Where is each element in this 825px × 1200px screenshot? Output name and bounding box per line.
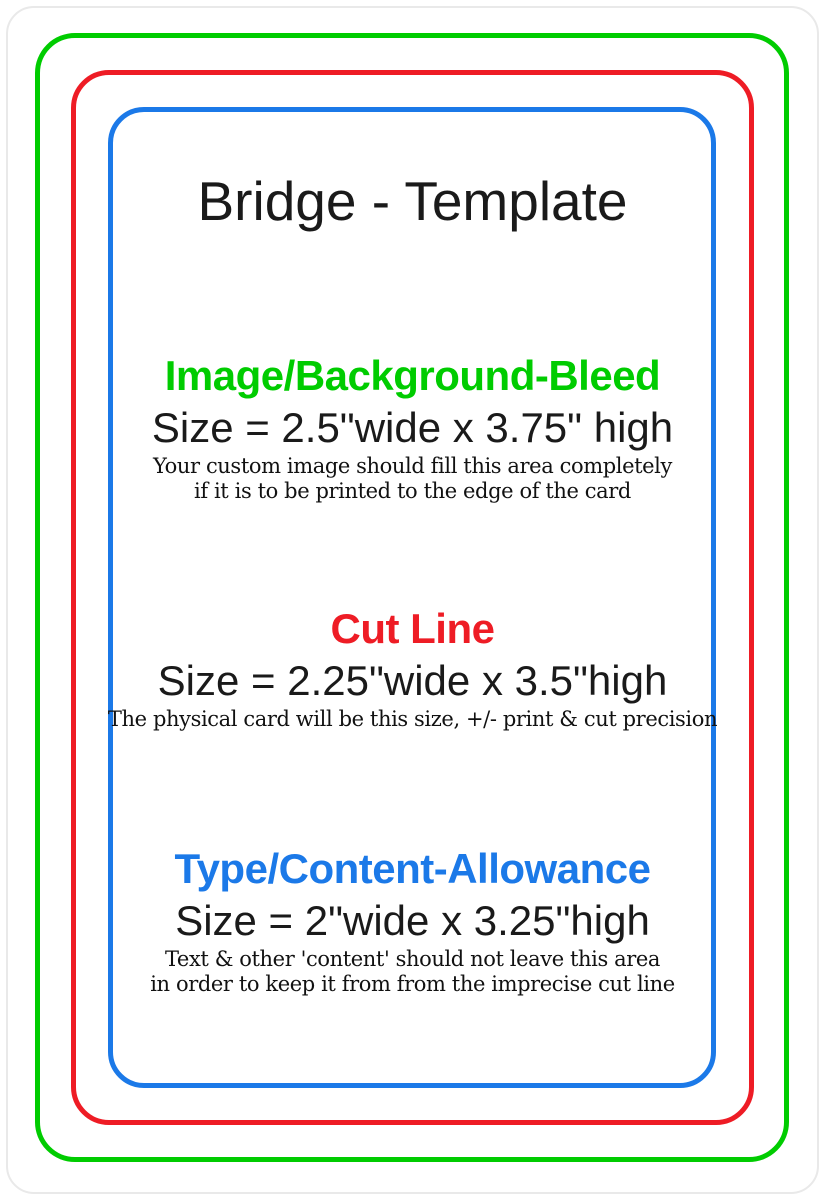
cut-line-section: Cut Line Size = 2.25"wide x 3.5"high The… — [60, 605, 765, 732]
content-allowance-heading: Type/Content-Allowance — [174, 845, 651, 892]
bleed-heading: Image/Background-Bleed — [164, 352, 661, 399]
content-allowance-description-line2: in order to keep it from from the imprec… — [150, 972, 675, 996]
content-allowance-size-text: Size = 2"wide x 3.25"high — [175, 897, 650, 944]
page-title: Bridge - Template — [197, 170, 628, 232]
cut-line-heading: Cut Line — [330, 605, 495, 652]
content-allowance-description-line1: Text & other 'content' should not leave … — [164, 947, 661, 971]
content-allowance-section: Type/Content-Allowance Size = 2"wide x 3… — [60, 845, 765, 997]
bleed-description-line1: Your custom image should fill this area … — [153, 454, 672, 478]
bleed-section: Image/Background-Bleed Size = 2.5"wide x… — [60, 352, 765, 504]
bleed-description-line2: if it is to be printed to the edge of th… — [194, 479, 631, 503]
cut-line-size-text: Size = 2.25"wide x 3.5"high — [157, 657, 668, 704]
cut-line-description-line1: The physical card will be this size, +/-… — [107, 707, 718, 731]
bleed-size-text: Size = 2.5"wide x 3.75" high — [151, 404, 674, 451]
